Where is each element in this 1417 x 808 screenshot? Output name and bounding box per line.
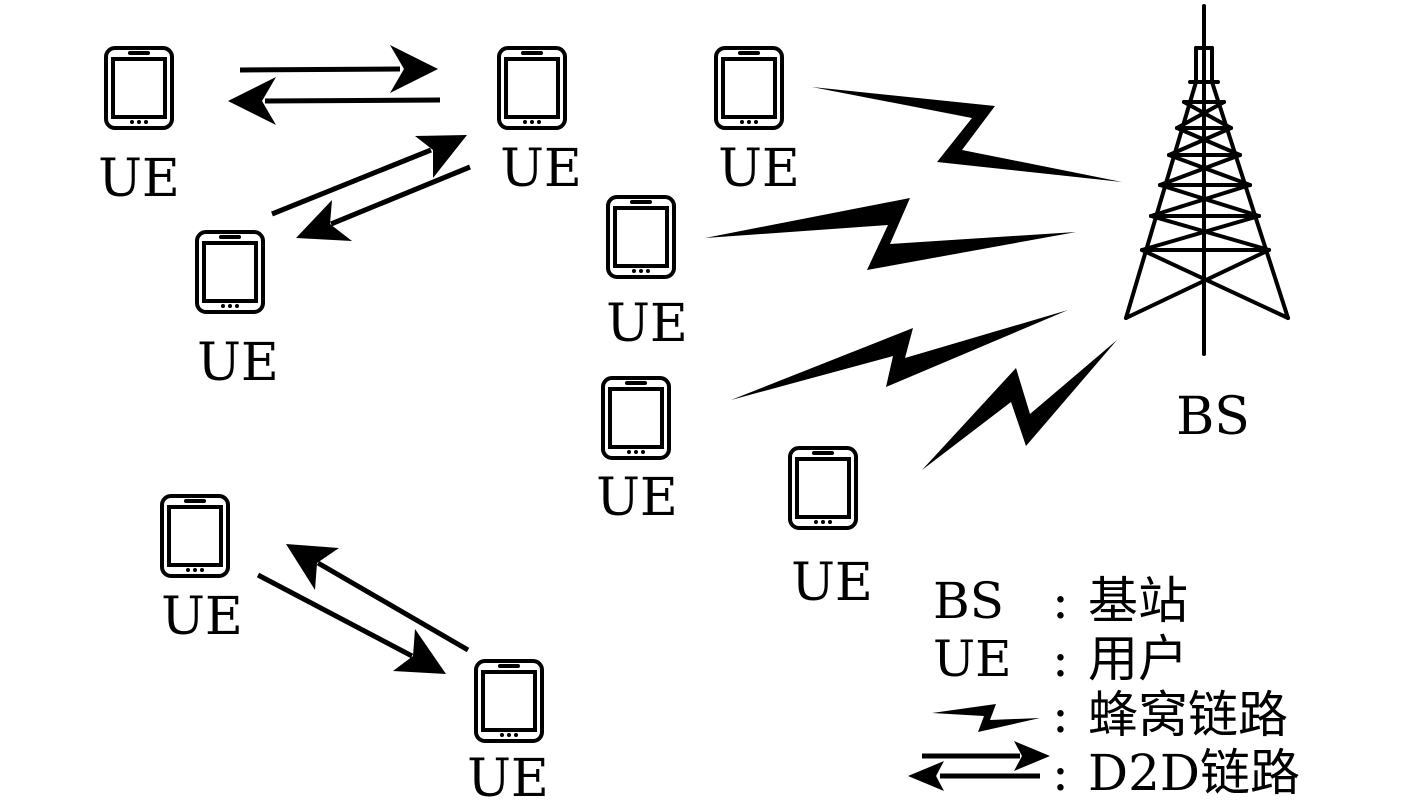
ue-label: UE (596, 468, 678, 528)
phone-icon-ue2 (497, 46, 567, 130)
bidirectional-arrow-icon (908, 741, 1050, 791)
legend-separator: : (1052, 630, 1069, 688)
ue-label: UE (791, 553, 873, 613)
ue-label: UE (500, 139, 582, 199)
cellular-link-ue3-bs (812, 87, 1122, 182)
d2d-link-ue8-ue9 (256, 544, 470, 674)
legend-ue-key: UE (933, 630, 1012, 688)
phone-icon-ue5 (606, 195, 676, 279)
d2d-link-ue1-ue2 (228, 45, 441, 125)
legend-separator: : (1052, 686, 1069, 744)
cellular-link-ue7-bs (922, 340, 1117, 470)
cell-tower-icon (1124, 4, 1290, 356)
phone-icon-ue8 (160, 494, 230, 578)
cellular-link-ue5-bs (705, 198, 1076, 270)
legend-bs-key: BS (933, 572, 1004, 630)
cellular-link-ue6-bs (731, 310, 1068, 400)
legend: BS : 基站 UE : 用户 : 蜂窝链路 : D2D链路 (908, 572, 1300, 802)
ue-label: UE (98, 149, 180, 209)
bs-label: BS (1176, 387, 1250, 447)
phone-icon-ue1 (104, 46, 174, 130)
ue-label: UE (197, 333, 279, 393)
zigzag-link-icon (932, 704, 1040, 732)
legend-ue-desc: 用户 (1088, 630, 1188, 688)
phone-icon-ue4 (195, 230, 265, 314)
legend-cellular-desc: 蜂窝链路 (1088, 686, 1288, 744)
ue-label: UE (606, 294, 688, 354)
legend-d2d-desc: D2D链路 (1088, 744, 1300, 802)
ue-label: UE (161, 587, 243, 647)
phone-icon-ue3 (714, 46, 784, 130)
phone-icon-ue9 (474, 659, 544, 743)
phone-icon-ue6 (601, 376, 671, 460)
ue-label: UE (718, 139, 800, 199)
legend-bs-desc: 基站 (1088, 572, 1188, 630)
ue-label: UE (467, 749, 549, 808)
d2d-link-ue4-ue2 (271, 135, 471, 241)
legend-separator: : (1052, 572, 1069, 630)
phone-icon-ue7 (788, 446, 858, 530)
legend-separator: : (1052, 744, 1069, 802)
